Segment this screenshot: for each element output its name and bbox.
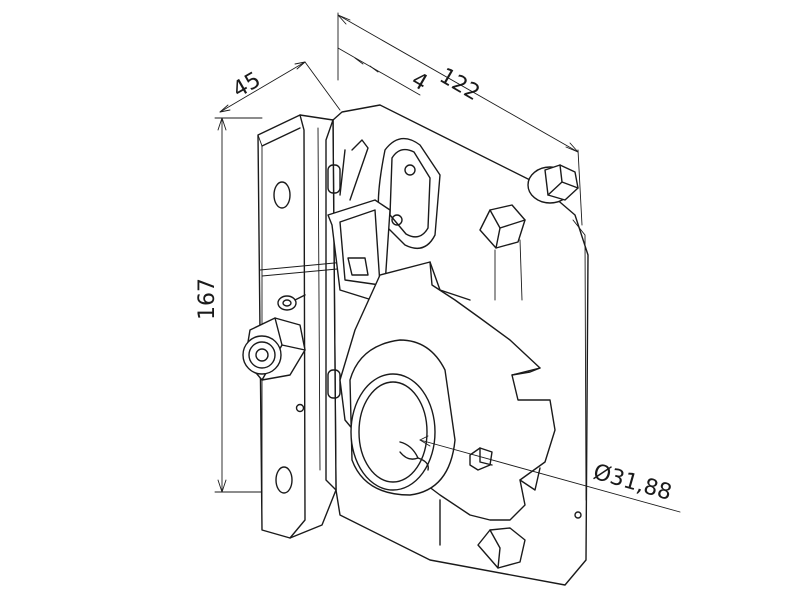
side-nut — [242, 317, 306, 381]
hex-bolt-top — [479, 204, 526, 301]
flange-hole-top — [273, 181, 291, 209]
bore — [350, 373, 436, 491]
dim-overall-width: 122 — [435, 64, 484, 107]
slot-plate — [377, 137, 441, 249]
dim-flange-depth: 45 — [229, 68, 266, 104]
hex-bolt-bottom — [477, 527, 526, 569]
dim-plate-thickness: 4 — [407, 68, 432, 97]
dim-height: 167 — [195, 278, 220, 320]
key-block — [469, 447, 493, 471]
corner-bolt — [527, 164, 579, 204]
dimension-lines — [214, 12, 681, 513]
flange-hole-bottom — [275, 466, 293, 494]
eyelet-pin — [259, 261, 349, 311]
bracket-assembly — [242, 104, 589, 586]
hub-bushing — [349, 339, 456, 496]
